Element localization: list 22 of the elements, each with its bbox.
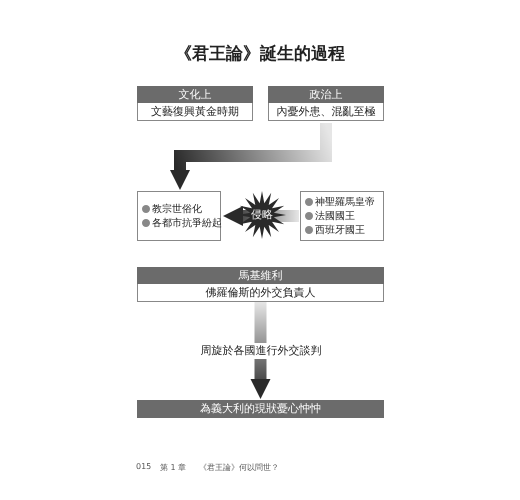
arrow [170,123,332,190]
list-item: 教宗世俗化 [152,204,202,215]
list-box [300,191,384,241]
chapter-label: 第 1 章 [160,462,186,473]
arrow [223,206,299,226]
title: 《君王論》誕生的過程 [174,43,346,65]
list-item: 法國國王 [315,211,355,222]
box-body: 佛羅倫斯的外交負責人 [137,284,384,302]
list-item: 各都市抗爭紛起 [152,218,222,229]
list-box [137,191,221,241]
banner-bar: 為義大利的現狀憂心忡忡 [137,400,384,418]
arrow [250,302,270,399]
box-header: 文化上 [137,86,253,103]
edge-label: 侵略 [250,208,274,222]
running-header: 《君王論》何以問世？ [199,462,279,473]
box-header: 馬基維利 [137,267,384,284]
box-header: 政治上 [268,86,384,103]
page-number: 015 [136,462,152,471]
box-body: 內憂外患、混亂至極 [268,103,384,121]
list-item: 西班牙國王 [315,225,365,236]
list-item: 神聖羅馬皇帝 [315,197,375,208]
box-body: 文藝復興黃金時期 [137,103,253,121]
